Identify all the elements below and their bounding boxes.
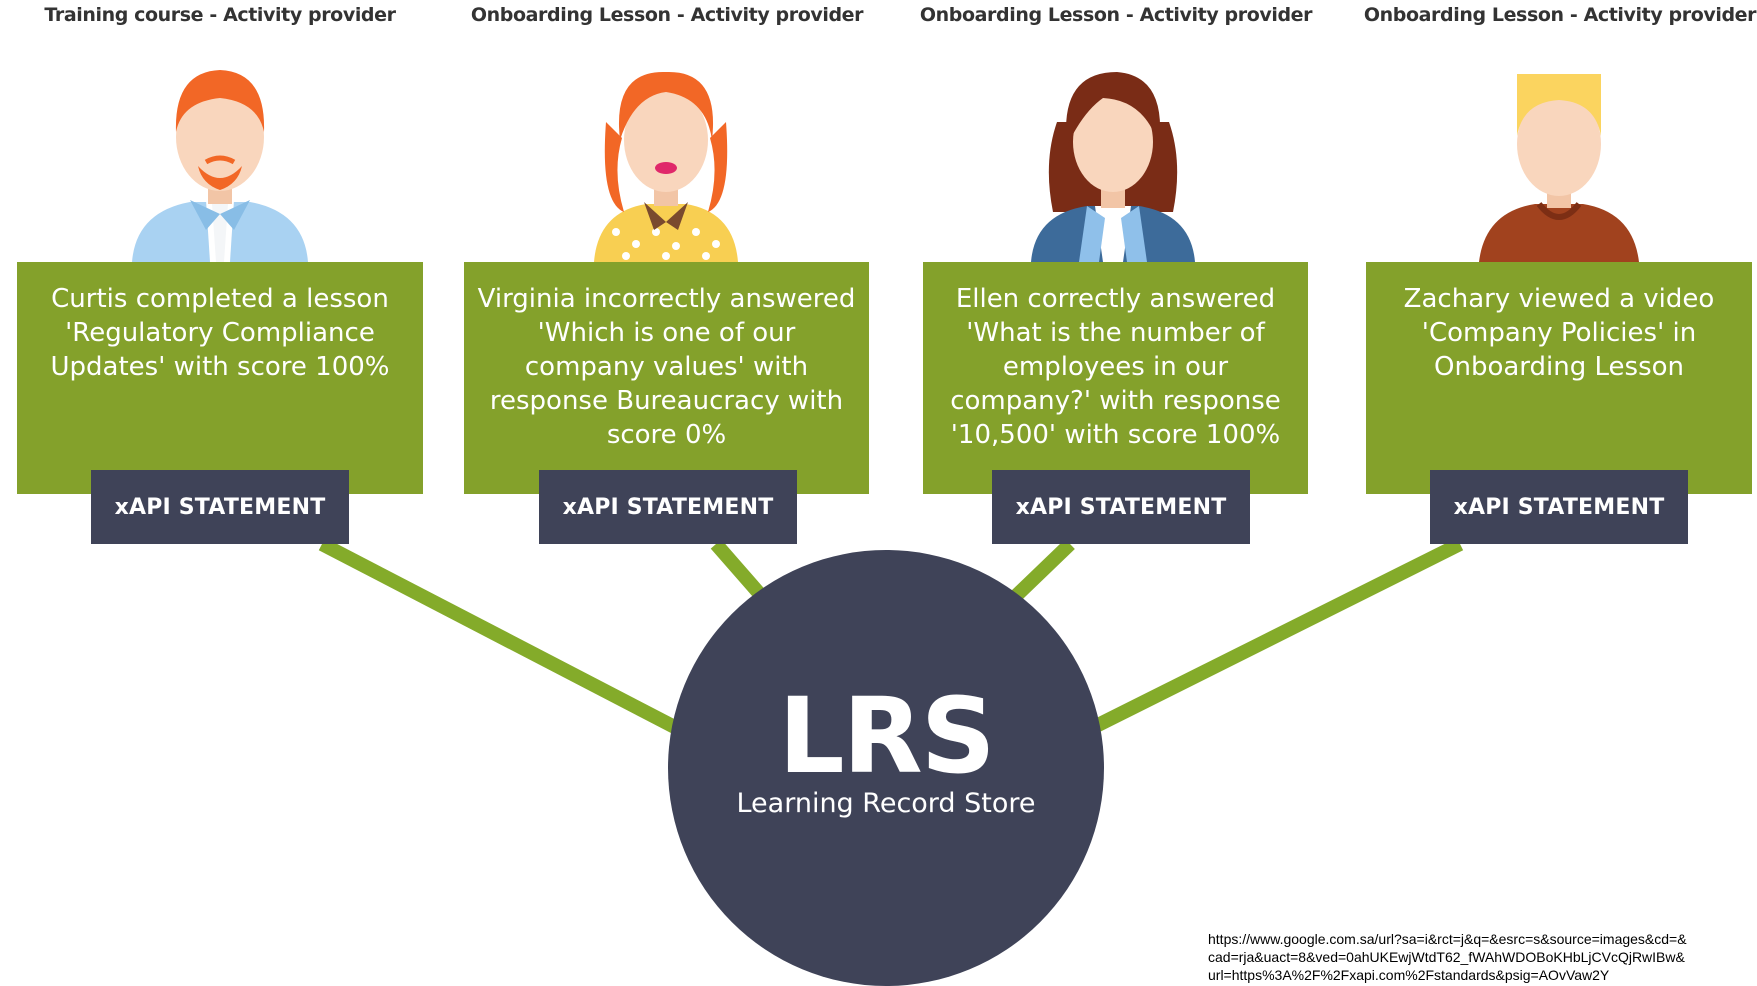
statement-text: Curtis completed a lesson 'Regulatory Co… <box>50 284 390 382</box>
source-url-line-3: url=https%3A%2F%2Fxapi.com%2Fstandards&p… <box>1208 967 1610 983</box>
xapi-statement-badge-1: xAPI STATEMENT <box>91 470 349 544</box>
statement-text: Ellen correctly answered 'What is the nu… <box>950 284 1281 450</box>
lrs-subtitle: Learning Record Store <box>736 788 1036 819</box>
statement-text: Virginia incorrectly answered 'Which is … <box>477 284 856 450</box>
lrs-title: LRS <box>778 675 995 797</box>
statement-text: Zachary viewed a video 'Company Policies… <box>1403 284 1715 382</box>
source-url-line-2: cad=rja&uact=8&ved=0ahUKEwjWtdT62_fWAhWD… <box>1208 949 1685 965</box>
provider-heading-1: Training course - Activity provider <box>44 4 396 26</box>
lrs-circle: LRS Learning Record Store <box>668 550 1104 986</box>
provider-heading-3: Onboarding Lesson - Activity provider <box>919 4 1313 26</box>
xapi-statement-badge-2: xAPI STATEMENT <box>539 470 797 544</box>
provider-heading-4: Onboarding Lesson - Activity provider <box>1363 4 1757 26</box>
woman-brown-hair-blazer-icon <box>1031 72 1195 262</box>
source-url: https://www.google.com.sa/url?sa=i&rct=j… <box>1208 930 1757 983</box>
man-blond-hair-icon <box>1479 74 1639 262</box>
source-url-line-1: https://www.google.com.sa/url?sa=i&rct=j… <box>1208 931 1687 947</box>
statement-card-2: Virginia incorrectly answered 'Which is … <box>464 262 869 494</box>
xapi-statement-badge-4: xAPI STATEMENT <box>1430 470 1688 544</box>
statement-card-3: Ellen correctly answered 'What is the nu… <box>923 262 1308 494</box>
man-red-hair-beard-icon <box>132 70 308 262</box>
woman-red-curly-hair-icon <box>594 71 738 262</box>
xapi-statement-badge-3: xAPI STATEMENT <box>992 470 1250 544</box>
provider-heading-2: Onboarding Lesson - Activity provider <box>470 4 864 26</box>
statement-card-4: Zachary viewed a video 'Company Policies… <box>1366 262 1752 494</box>
statement-card-1: Curtis completed a lesson 'Regulatory Co… <box>17 262 423 494</box>
